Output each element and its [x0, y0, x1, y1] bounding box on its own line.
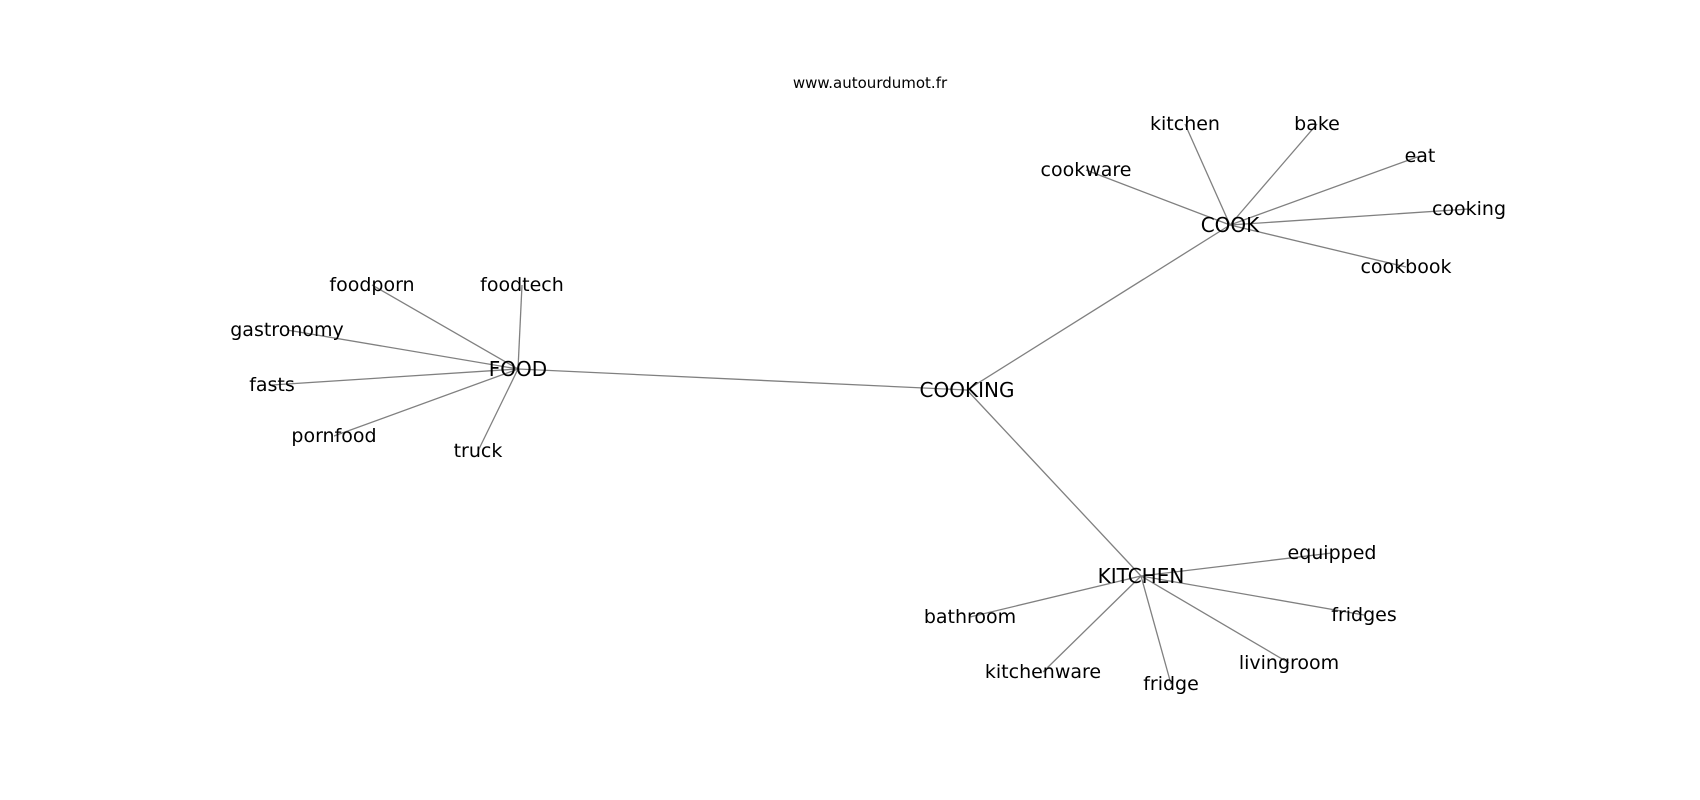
source-watermark: www.autourdumot.fr: [793, 74, 948, 92]
leaf-node-foodtech: foodtech: [480, 274, 564, 296]
edge-root-food: [517, 368, 968, 391]
leaf-node-eat: eat: [1405, 145, 1436, 167]
edge-kitchen-equipped: [1140, 552, 1333, 577]
leaf-node-livingroom: livingroom: [1239, 652, 1339, 674]
edge-kitchen-livingroom: [1140, 575, 1290, 664]
edge-root-cook: [966, 224, 1231, 391]
edge-food-fasts: [271, 368, 519, 386]
edge-cook-eat: [1229, 155, 1421, 226]
leaf-node-kitchenware: kitchenware: [985, 661, 1101, 683]
leaf-node-cooking: cooking: [1432, 198, 1506, 220]
edge-cook-bake: [1229, 123, 1318, 226]
leaf-node-fridges: fridges: [1331, 604, 1397, 626]
leaf-node-kitchen: kitchen: [1150, 113, 1220, 135]
graph-edges: [271, 123, 1470, 685]
leaf-node-gastronomy: gastronomy: [230, 319, 344, 341]
leaf-node-bake: bake: [1294, 113, 1340, 135]
edge-kitchen-kitchenware: [1042, 575, 1142, 673]
edge-food-pornfood: [333, 368, 519, 437]
edge-root-kitchen: [966, 389, 1142, 577]
leaf-node-pornfood: pornfood: [291, 425, 376, 447]
edge-kitchen-fridges: [1140, 575, 1365, 616]
hub-node-cook: COOK: [1201, 213, 1260, 237]
edge-food-truck: [477, 368, 519, 452]
edge-kitchen-fridge: [1140, 575, 1172, 685]
leaf-node-equipped: equipped: [1288, 542, 1377, 564]
root-node-label: COOKING: [920, 378, 1015, 402]
leaf-node-fridge: fridge: [1143, 673, 1199, 695]
edge-cook-cookware: [1085, 169, 1231, 226]
edge-food-foodtech: [517, 284, 523, 370]
leaf-node-foodporn: foodporn: [329, 274, 414, 296]
leaf-node-cookbook: cookbook: [1360, 256, 1451, 278]
edge-food-foodporn: [371, 284, 519, 370]
leaf-node-cookware: cookware: [1041, 159, 1132, 181]
edge-cook-cookbook: [1229, 224, 1407, 268]
edge-cook-cooking: [1229, 208, 1470, 226]
leaf-node-bathroom: bathroom: [924, 606, 1016, 628]
leaf-node-fasts: fasts: [249, 374, 295, 396]
edge-food-gastronomy: [286, 329, 519, 370]
leaf-node-truck: truck: [454, 440, 503, 462]
edge-kitchen-bathroom: [969, 575, 1142, 618]
graph-labels: COOKING FOOD foodporn foodtech gastronomy fas…: [230, 113, 1506, 695]
edge-cook-kitchen: [1184, 123, 1231, 226]
hub-node-food: FOOD: [489, 357, 547, 381]
hub-node-kitchen: KITCHEN: [1098, 564, 1185, 588]
